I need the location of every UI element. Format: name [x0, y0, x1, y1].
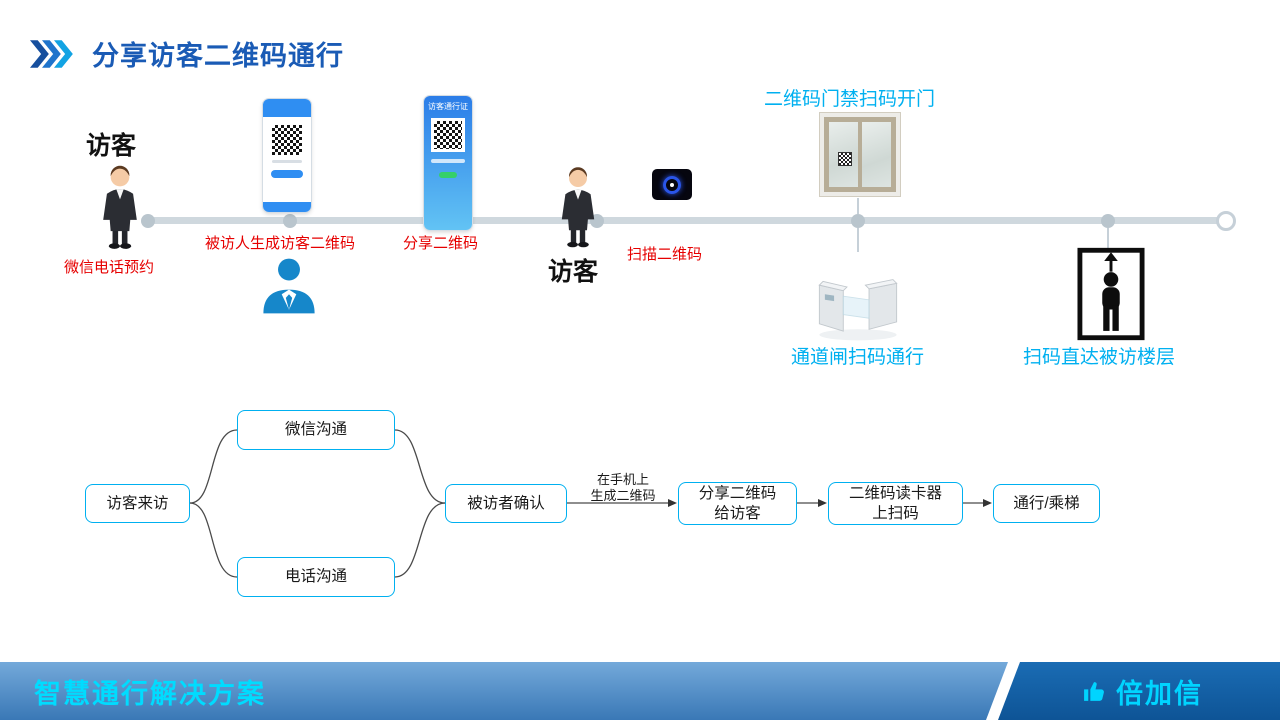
- timeline-line: [146, 217, 1228, 224]
- elevator-caption: 扫码直达被访楼层: [1023, 347, 1176, 368]
- footer-bar: 智慧通行解决方案: [0, 662, 1008, 720]
- step-label-share: 分享二维码: [403, 235, 479, 252]
- flow-node-label: 分享二维码: [698, 485, 777, 503]
- flow-node-host-confirm: 被访者确认: [445, 484, 567, 523]
- qr-code: [434, 121, 462, 149]
- door-qr-sticker: [837, 152, 852, 166]
- phone2-action-button: [439, 172, 457, 178]
- flow-node-visitor-arrives: 访客来访: [85, 484, 190, 523]
- swing-gate-image: [818, 279, 898, 341]
- step-label-generate: 被访人生成访客二维码: [205, 235, 356, 252]
- flow-node-pass: 通行/乘梯: [993, 484, 1100, 523]
- footer-slogan: 智慧通行解决方案: [34, 678, 266, 709]
- flow-node-label: 通行/乘梯: [1013, 494, 1080, 512]
- triple-chevron-icon: [30, 39, 73, 68]
- visitor-person-icon: [561, 167, 595, 248]
- flow-node-label: 给访客: [714, 504, 761, 522]
- footer-brand-bar: 倍加信: [998, 662, 1280, 720]
- phone1-button: [271, 170, 303, 178]
- flow-node-label: 上扫码: [872, 504, 919, 522]
- qr-access-door-image: [819, 112, 901, 197]
- page-title: 分享访客二维码通行: [92, 41, 344, 71]
- flow-edge-label-line2: 生成二维码: [590, 487, 656, 503]
- phone1-footer-bar: [263, 202, 311, 212]
- flow-node-label: 电话沟通: [284, 568, 347, 586]
- flow-edge-label: 在手机上 生成二维码: [577, 472, 669, 503]
- phone2-text-line: [431, 159, 465, 163]
- visitor-left-label: 访客: [86, 132, 137, 160]
- thumbs-up-icon: [1084, 681, 1104, 701]
- flow-node-label: 访客来访: [106, 494, 169, 512]
- brand-name: 倍加信: [1116, 678, 1203, 709]
- phone-qr-screenshot: [263, 99, 311, 212]
- page-title-row: 分享访客二维码通行: [30, 34, 344, 73]
- timeline-stub-down: [1107, 228, 1109, 250]
- flow-node-share-qr: 分享二维码 给访客: [678, 482, 797, 525]
- flow-node-phone-call: 电话沟通: [237, 557, 395, 597]
- flow-edge-label-line1: 在手机上: [596, 472, 649, 487]
- step-label-reserve: 微信电话预约: [64, 259, 155, 276]
- flow-node-qr-reader: 二维码读卡器 上扫码: [828, 482, 963, 525]
- flow-node-wechat: 微信沟通: [237, 410, 395, 450]
- timeline-stub-up: [857, 198, 859, 214]
- scan-viewfinder-icon: [652, 169, 692, 200]
- door-panel-left: [827, 120, 860, 189]
- qr-card: [431, 118, 465, 152]
- flow-node-label: 微信沟通: [284, 421, 347, 439]
- door-frame: [824, 117, 896, 192]
- phone-pass-screenshot: 访客通行证: [424, 96, 472, 230]
- gate-caption: 通道闸扫码通行: [791, 347, 925, 368]
- timeline-dot: [141, 214, 155, 228]
- door-caption: 二维码门禁扫码开门: [764, 89, 936, 110]
- visitor-mid-label: 访客: [548, 258, 599, 286]
- phone2-header-title: 访客通行证: [428, 102, 468, 111]
- scan-ring: [663, 175, 681, 194]
- visitor-person-icon: [103, 165, 137, 249]
- phone1-header-bar: [263, 99, 311, 117]
- timeline-end-ring: [1216, 211, 1236, 231]
- step-label-scan: 扫描二维码: [627, 246, 703, 263]
- timeline-dot: [283, 214, 297, 228]
- phone1-text-line: [272, 160, 302, 163]
- timeline-dot: [1101, 214, 1115, 228]
- flow-node-label: 被访者确认: [467, 494, 545, 512]
- qr-code: [272, 125, 302, 155]
- elevator-icon: [1077, 247, 1145, 341]
- flow-node-label: 二维码读卡器: [848, 485, 942, 503]
- host-person-icon: [263, 258, 315, 314]
- timeline-stub-down: [857, 228, 859, 252]
- timeline-dot: [851, 214, 865, 228]
- door-panel-right: [860, 120, 893, 189]
